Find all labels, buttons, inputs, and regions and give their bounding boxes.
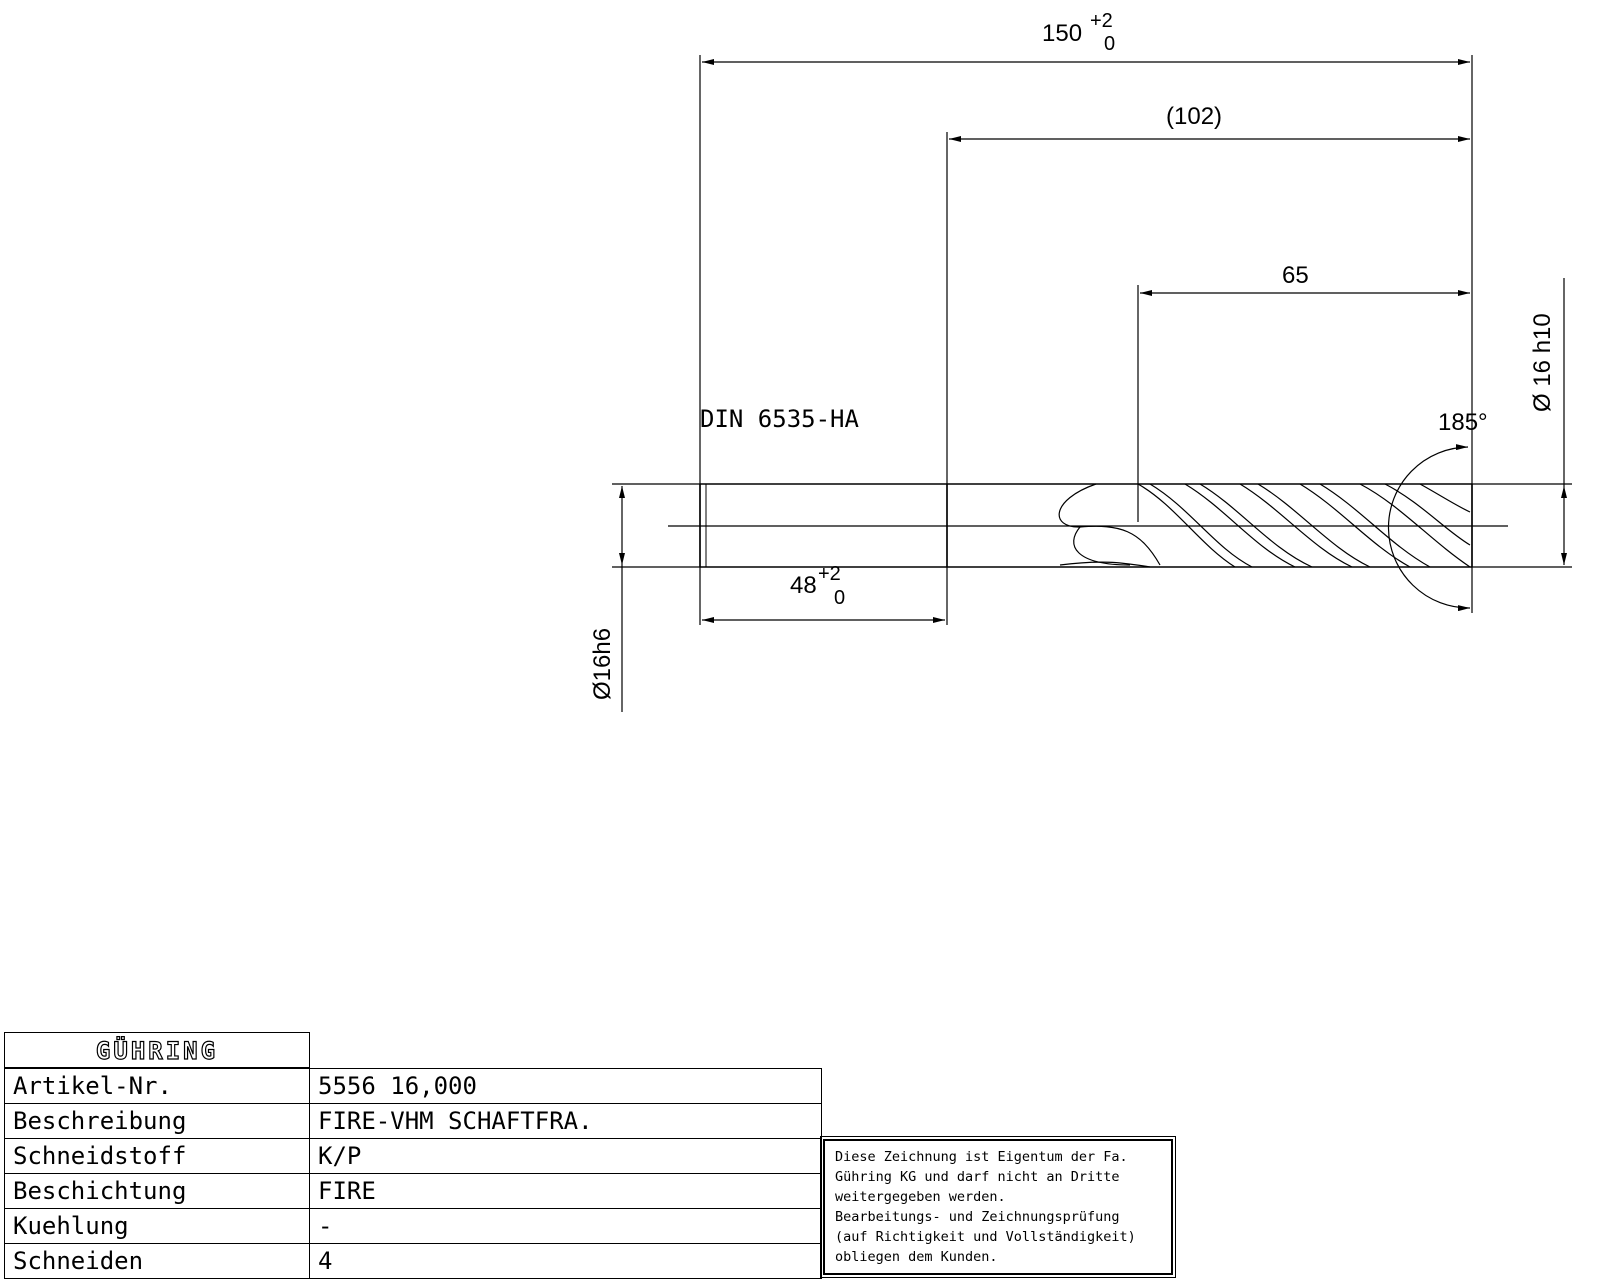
overall-length-value: 150 <box>1042 20 1082 47</box>
label-artikel-nr: Artikel-Nr. <box>4 1068 310 1104</box>
notice-line: Diese Zeichnung ist Eigentum der Fa. <box>835 1149 1128 1165</box>
neck-length-value: (102) <box>1166 103 1222 130</box>
flute-length-value: 65 <box>1282 262 1309 289</box>
shank-length-tol-lower: 0 <box>834 587 845 609</box>
ownership-notice-text: Diese Zeichnung ist Eigentum der Fa. Güh… <box>823 1139 1173 1275</box>
notice-line: (auf Richtigkeit und Vollständigkeit) <box>835 1229 1136 1245</box>
value-kuehlung: - <box>309 1208 822 1244</box>
shank-length-tol-upper: +2 <box>818 563 841 585</box>
flute-helix <box>1058 483 1471 568</box>
shank-diameter-value: Ø16h6 <box>589 628 616 700</box>
label-beschichtung: Beschichtung <box>4 1173 310 1209</box>
label-schneiden: Schneiden <box>4 1243 310 1279</box>
value-beschichtung: FIRE <box>309 1173 822 1209</box>
shank-length-value: 48 <box>790 572 817 599</box>
label-kuehlung: Kuehlung <box>4 1208 310 1244</box>
logo-cell: GÜHRING <box>4 1032 310 1068</box>
overall-length-tol-upper: +2 <box>1090 10 1113 32</box>
label-schneidstoff: Schneidstoff <box>4 1138 310 1174</box>
point-angle-arc <box>1387 444 1471 612</box>
tool-body <box>699 483 1473 568</box>
technical-drawing: 150 +2 0 (102) 65 48 +2 0 185° Ø16h6 Ø 1… <box>589 10 1572 712</box>
notice-line: obliegen dem Kunden. <box>835 1249 998 1265</box>
overall-length-tol-lower: 0 <box>1104 33 1115 55</box>
guehring-logo: GÜHRING <box>95 1036 219 1065</box>
value-schneidstoff: K/P <box>309 1138 822 1174</box>
notice-line: Bearbeitungs- und Zeichnungsprüfung <box>835 1209 1120 1225</box>
cutting-diameter-value: Ø 16 h10 <box>1529 313 1556 412</box>
value-artikel-nr: 5556 16,000 <box>309 1068 822 1104</box>
standard-label: DIN 6535-HA <box>700 405 859 433</box>
value-schneiden: 4 <box>309 1243 822 1279</box>
point-angle-value: 185° <box>1438 409 1488 436</box>
notice-line: Gühring KG und darf nicht an Dritte <box>835 1169 1120 1185</box>
notice-line: weitergegeben werden. <box>835 1189 1006 1205</box>
title-block: GÜHRING Artikel-Nr. 5556 16,000 Beschrei… <box>4 1032 822 1279</box>
label-beschreibung: Beschreibung <box>4 1103 310 1139</box>
value-beschreibung: FIRE-VHM SCHAFTFRA. <box>309 1103 822 1139</box>
ownership-notice: Diese Zeichnung ist Eigentum der Fa. Güh… <box>820 1136 1176 1278</box>
